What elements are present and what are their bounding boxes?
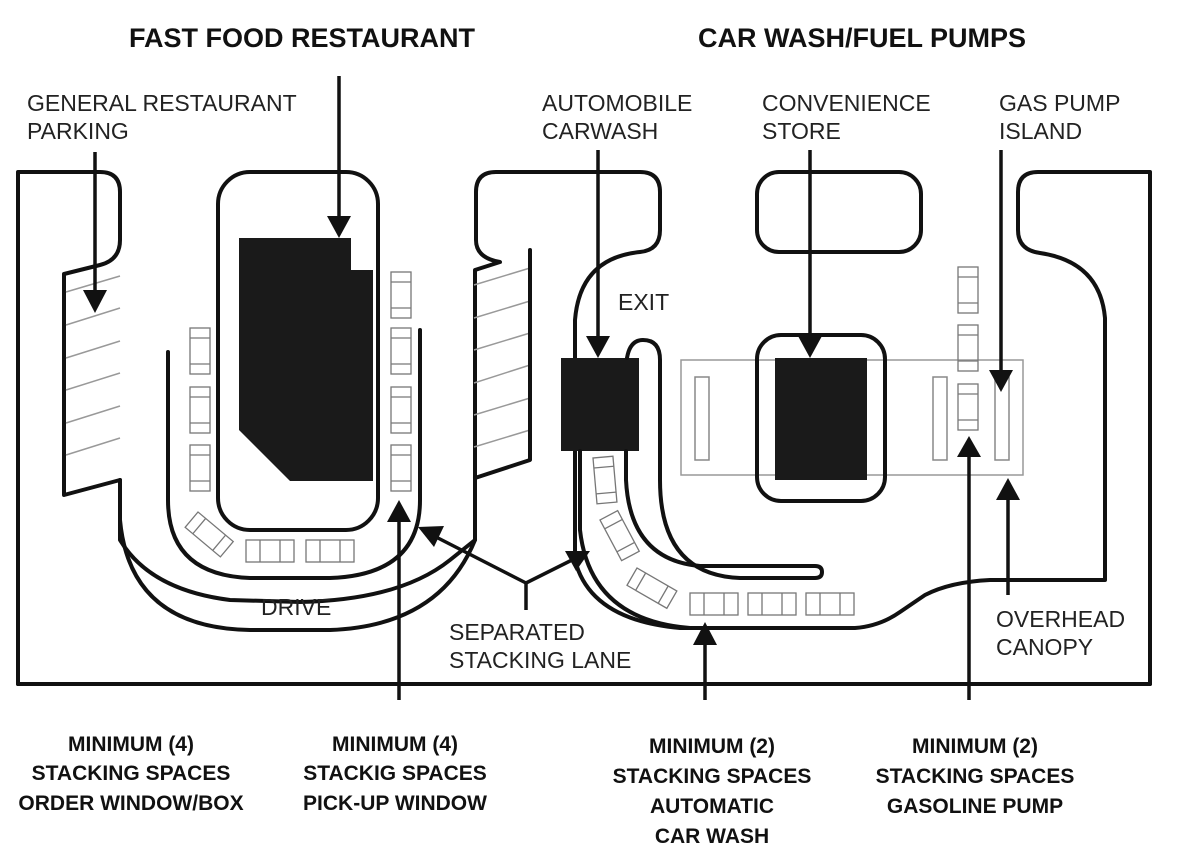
svg-text:CAR WASH: CAR WASH bbox=[655, 825, 769, 848]
svg-text:GAS PUMP: GAS PUMP bbox=[999, 90, 1120, 116]
requirement-gasoline-pump: MINIMUM (2) STACKING SPACES GASOLINE PUM… bbox=[876, 735, 1075, 818]
title-fast-food-restaurant: FAST FOOD RESTAURANT bbox=[129, 23, 475, 53]
svg-text:MINIMUM (4): MINIMUM (4) bbox=[332, 733, 458, 756]
order-window-stacking-cars bbox=[184, 327, 355, 563]
arrow-gas-pump-island bbox=[989, 150, 1013, 392]
svg-text:AUTOMATIC: AUTOMATIC bbox=[650, 795, 774, 818]
svg-text:AUTOMOBILE: AUTOMOBILE bbox=[542, 90, 692, 116]
svg-text:STACKING SPACES: STACKING SPACES bbox=[876, 765, 1075, 788]
svg-text:PARKING: PARKING bbox=[27, 118, 129, 144]
svg-text:MINIMUM (4): MINIMUM (4) bbox=[68, 733, 194, 756]
svg-text:GENERAL RESTAURANT: GENERAL RESTAURANT bbox=[27, 90, 297, 116]
svg-text:STORE: STORE bbox=[762, 118, 841, 144]
site-boundary bbox=[16, 170, 1152, 686]
label-gas-pump-island: GAS PUMP ISLAND bbox=[999, 90, 1120, 144]
convenience-store-island bbox=[755, 333, 887, 503]
arrow-convenience-store bbox=[798, 150, 822, 358]
arrow-carwash-stacking bbox=[693, 622, 717, 700]
arrow-general-parking bbox=[83, 152, 107, 313]
svg-text:OVERHEAD: OVERHEAD bbox=[996, 606, 1125, 632]
carwash-stacking-cars bbox=[592, 455, 855, 616]
svg-text:STACKING LANE: STACKING LANE bbox=[449, 647, 631, 673]
svg-text:STACKING SPACES: STACKING SPACES bbox=[613, 765, 812, 788]
svg-text:MINIMUM (2): MINIMUM (2) bbox=[649, 735, 775, 758]
arrow-separated-stacking-lane bbox=[418, 526, 590, 610]
svg-text:STACKING SPACES: STACKING SPACES bbox=[32, 762, 231, 785]
svg-text:ORDER WINDOW/BOX: ORDER WINDOW/BOX bbox=[18, 792, 243, 815]
arrow-overhead-canopy bbox=[996, 478, 1020, 595]
label-overhead-canopy: OVERHEAD CANOPY bbox=[996, 606, 1125, 660]
pump-island-middle bbox=[932, 376, 948, 461]
svg-text:SEPARATED: SEPARATED bbox=[449, 619, 585, 645]
pickup-window-stacking-cars bbox=[390, 271, 412, 492]
label-automobile-carwash: AUTOMOBILE CARWASH bbox=[542, 90, 692, 144]
arrow-automobile-carwash bbox=[586, 150, 610, 358]
general-parking-stalls bbox=[65, 275, 121, 456]
drive-lane-inner bbox=[166, 328, 422, 580]
carwash-exit-lane bbox=[625, 338, 824, 580]
svg-text:MINIMUM (2): MINIMUM (2) bbox=[912, 735, 1038, 758]
svg-text:CARWASH: CARWASH bbox=[542, 118, 658, 144]
requirement-order-window: MINIMUM (4) STACKING SPACES ORDER WINDOW… bbox=[18, 733, 243, 815]
pump-island-left bbox=[694, 376, 710, 461]
svg-text:CONVENIENCE: CONVENIENCE bbox=[762, 90, 931, 116]
label-general-restaurant-parking: GENERAL RESTAURANT PARKING bbox=[27, 90, 297, 144]
carwash-stacking-lane bbox=[578, 449, 692, 630]
requirement-pickup-window: MINIMUM (4) STACKIG SPACES PICK-UP WINDO… bbox=[303, 733, 487, 815]
middle-parking-island bbox=[473, 248, 532, 480]
svg-text:CANOPY: CANOPY bbox=[996, 634, 1093, 660]
middle-parking-stalls bbox=[473, 267, 531, 448]
convenience-store-building bbox=[775, 358, 867, 480]
label-separated-stacking-lane: SEPARATED STACKING LANE bbox=[449, 619, 631, 673]
carwash-building bbox=[561, 358, 639, 451]
requirement-car-wash: MINIMUM (2) STACKING SPACES AUTOMATIC CA… bbox=[613, 735, 812, 848]
drive-lane-outer bbox=[118, 478, 477, 632]
svg-text:STACKIG SPACES: STACKIG SPACES bbox=[303, 762, 487, 785]
svg-text:ISLAND: ISLAND bbox=[999, 118, 1082, 144]
gas-pump-stacking-cars bbox=[957, 266, 979, 431]
arrow-gasoline-pump bbox=[957, 436, 981, 700]
svg-text:PICK-UP WINDOW: PICK-UP WINDOW bbox=[303, 792, 487, 815]
title-car-wash-fuel-pumps: CAR WASH/FUEL PUMPS bbox=[698, 23, 1026, 53]
svg-text:GASOLINE PUMP: GASOLINE PUMP bbox=[887, 795, 1063, 818]
restaurant-island bbox=[216, 170, 380, 532]
label-drive: DRIVE bbox=[261, 594, 331, 620]
label-convenience-store: CONVENIENCE STORE bbox=[762, 90, 931, 144]
arrow-restaurant-building bbox=[327, 76, 351, 238]
label-exit: EXIT bbox=[618, 289, 669, 315]
arrow-pickup-window bbox=[387, 500, 411, 700]
convenience-store-top-island bbox=[755, 170, 923, 254]
restaurant-building bbox=[239, 238, 373, 481]
carwash-inner-lane bbox=[624, 449, 722, 568]
